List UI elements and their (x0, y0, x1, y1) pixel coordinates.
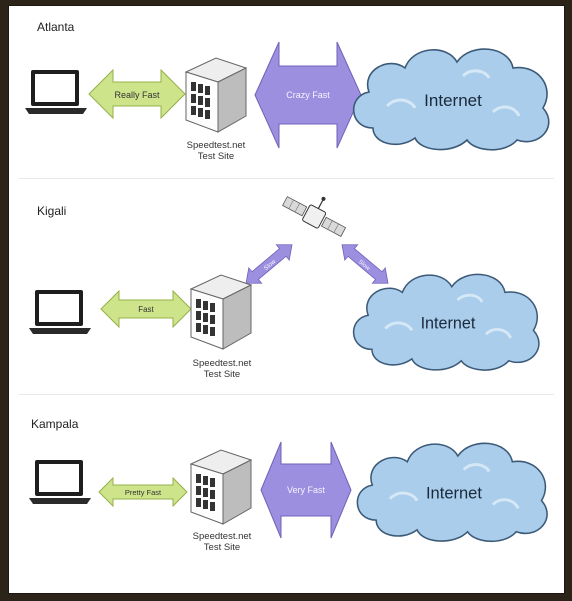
server-caption: Speedtest.net Test Site (177, 358, 267, 380)
section-divider (19, 394, 554, 395)
server-caption-line1: Speedtest.net (192, 531, 252, 542)
section-divider (19, 178, 554, 179)
cloud-label: Internet (421, 315, 476, 333)
laptop-icon (29, 290, 91, 334)
server-caption-line2: Test Site (203, 542, 241, 553)
uplink-arrow-slow: Slow (245, 244, 293, 284)
laptop-icon (25, 70, 87, 114)
server-caption: Speedtest.net Test Site (171, 140, 261, 162)
city-label-kigali: Kigali (37, 204, 67, 218)
link-arrow-really-fast: Really Fast (88, 68, 186, 120)
server-caption-line1: Speedtest.net (192, 358, 252, 369)
cloud-label: Internet (426, 484, 482, 503)
diagram-frame: Atlanta Really Fast Speedtest.net Test S… (8, 5, 565, 594)
link-label: Crazy Fast (286, 90, 330, 100)
downlink-arrow-slow: Slow (341, 244, 389, 284)
link-label: Fast (138, 305, 154, 314)
link-label: Pretty Fast (125, 488, 162, 497)
link-label: Very Fast (287, 485, 326, 495)
link-label: Really Fast (114, 90, 160, 100)
server-caption-line2: Test Site (203, 369, 241, 380)
cloud-icon: Internet (352, 273, 540, 371)
link-arrow-pretty-fast: Pretty Fast (98, 476, 188, 508)
city-label-kampala: Kampala (31, 417, 79, 431)
link-arrow-fast: Fast (100, 289, 192, 329)
server-caption-line2: Test Site (197, 151, 235, 162)
cloud-icon: Internet (352, 48, 550, 151)
city-label-atlanta: Atlanta (37, 20, 75, 34)
server-icon (189, 449, 253, 525)
link-arrow-very-fast: Very Fast (260, 441, 352, 539)
server-icon (184, 57, 248, 133)
server-icon (189, 274, 253, 350)
cloud-label: Internet (424, 91, 482, 110)
server-caption: Speedtest.net Test Site (177, 531, 267, 553)
server-caption-line1: Speedtest.net (186, 140, 246, 151)
cloud-icon: Internet (356, 442, 548, 543)
satellite-icon (282, 196, 347, 237)
laptop-icon (29, 460, 91, 504)
